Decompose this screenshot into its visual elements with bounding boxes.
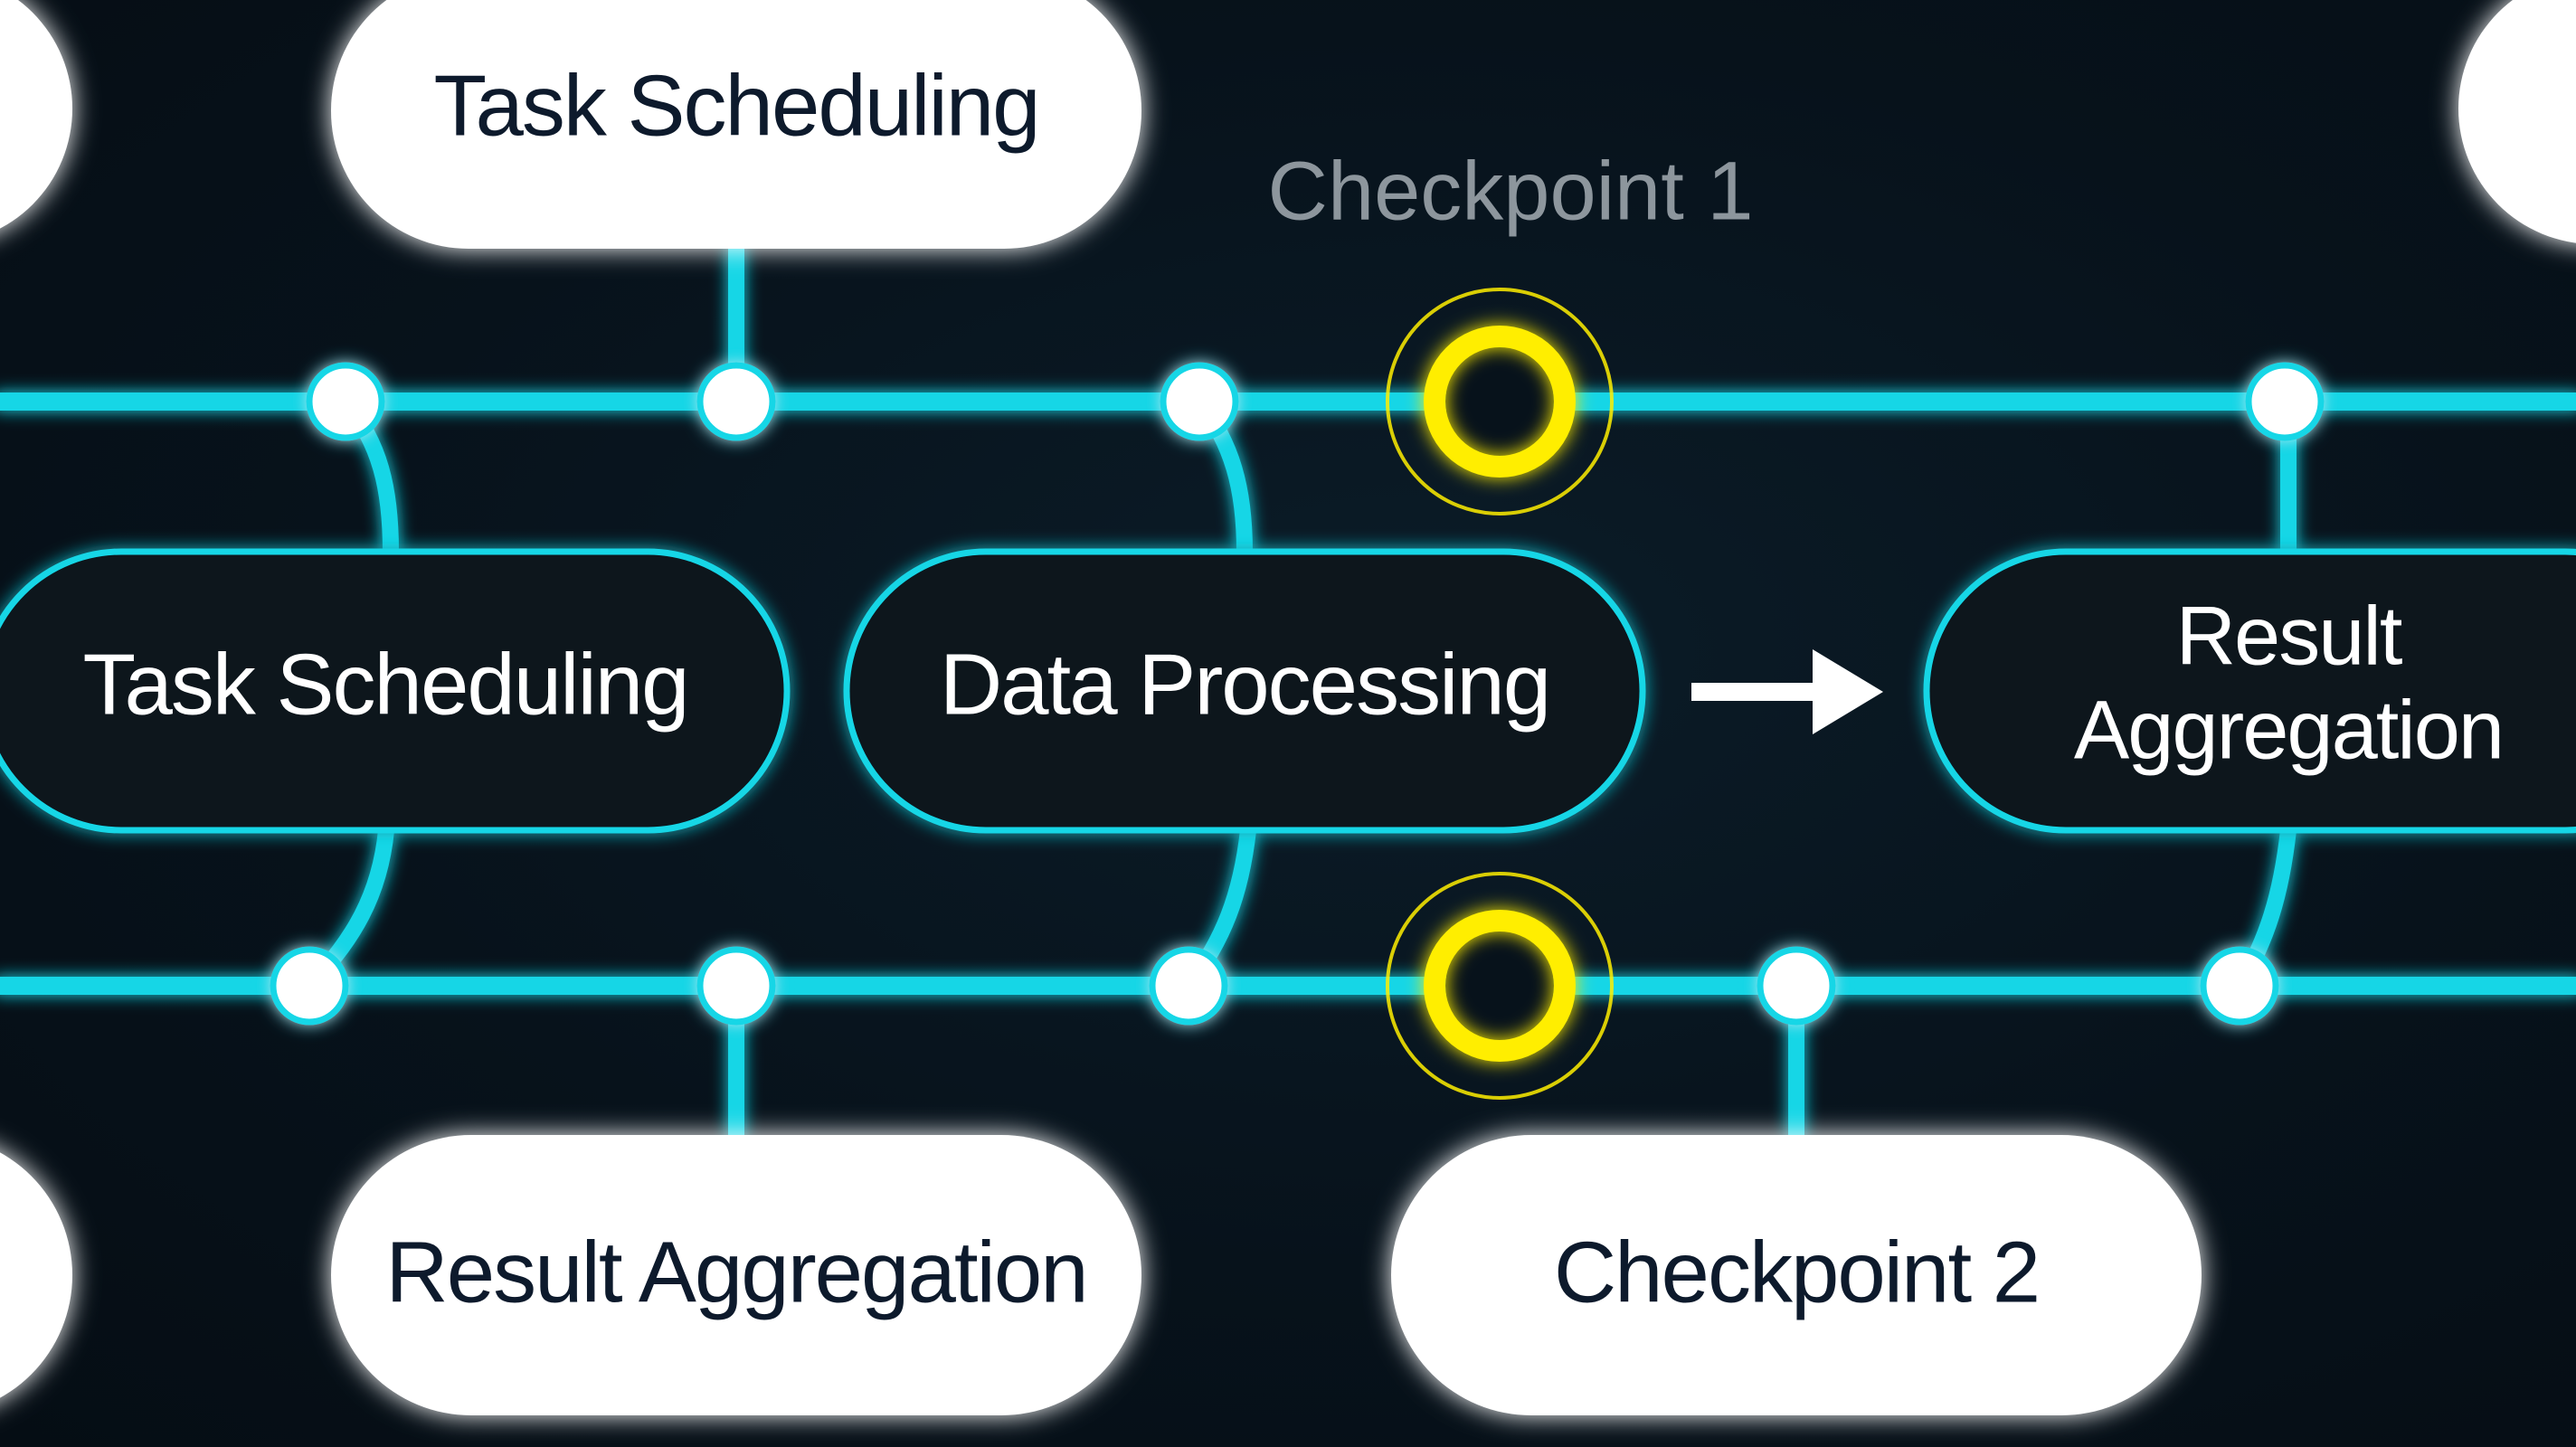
pill-bottom-checkpoint-2-label: Checkpoint 2 — [1554, 1224, 2039, 1320]
pill-mid-data-processing — [843, 548, 1646, 834]
junction-nodes — [270, 362, 2325, 1026]
middle-pills — [0, 548, 2576, 834]
circle-node-icon — [2245, 362, 2325, 441]
circle-node-icon — [1160, 362, 1239, 441]
circle-node-icon — [1149, 946, 1228, 1026]
edge-pill-top-right — [2458, 0, 2576, 243]
pill-mid-task-scheduling-label: Task Scheduling — [82, 636, 687, 733]
circle-node-icon — [2200, 946, 2279, 1026]
circle-node-icon — [270, 946, 349, 1026]
pill-mid-data-processing-label: Data Processing — [940, 636, 1549, 733]
edge-pill-bottom-left — [0, 1152, 72, 1398]
pill-bottom-checkpoint-2 — [1391, 1135, 2202, 1415]
bottom-pills — [331, 1135, 2202, 1415]
pill-top-task-scheduling-label: Task Scheduling — [433, 57, 1038, 154]
checkpoint-1-label: Checkpoint 1 — [1268, 145, 1754, 237]
pill-mid-result-aggregation-line-1: Result — [2176, 590, 2402, 682]
target-ring-icon — [1386, 872, 1614, 1100]
pill-bottom-result-aggregation — [331, 1135, 1141, 1415]
circle-node-icon — [696, 946, 776, 1026]
target-ring-icon — [1386, 288, 1614, 515]
tracks — [0, 392, 2576, 995]
circle-node-icon — [696, 362, 776, 441]
pill-top-task-scheduling — [331, 0, 1141, 249]
circle-node-icon — [1757, 946, 1836, 1026]
edge-pill-top-left — [0, 0, 72, 229]
pill-bottom-result-aggregation-label: Result Aggregation — [385, 1224, 1086, 1320]
arrow-right-icon — [1691, 649, 1883, 734]
pill-mid-result-aggregation-line-2: Aggregation — [2074, 684, 2503, 776]
pill-mid-task-scheduling — [0, 548, 791, 834]
pill-mid-result-aggregation — [1923, 548, 2576, 834]
edge-pills — [0, 0, 2576, 1398]
circle-node-icon — [306, 362, 385, 441]
